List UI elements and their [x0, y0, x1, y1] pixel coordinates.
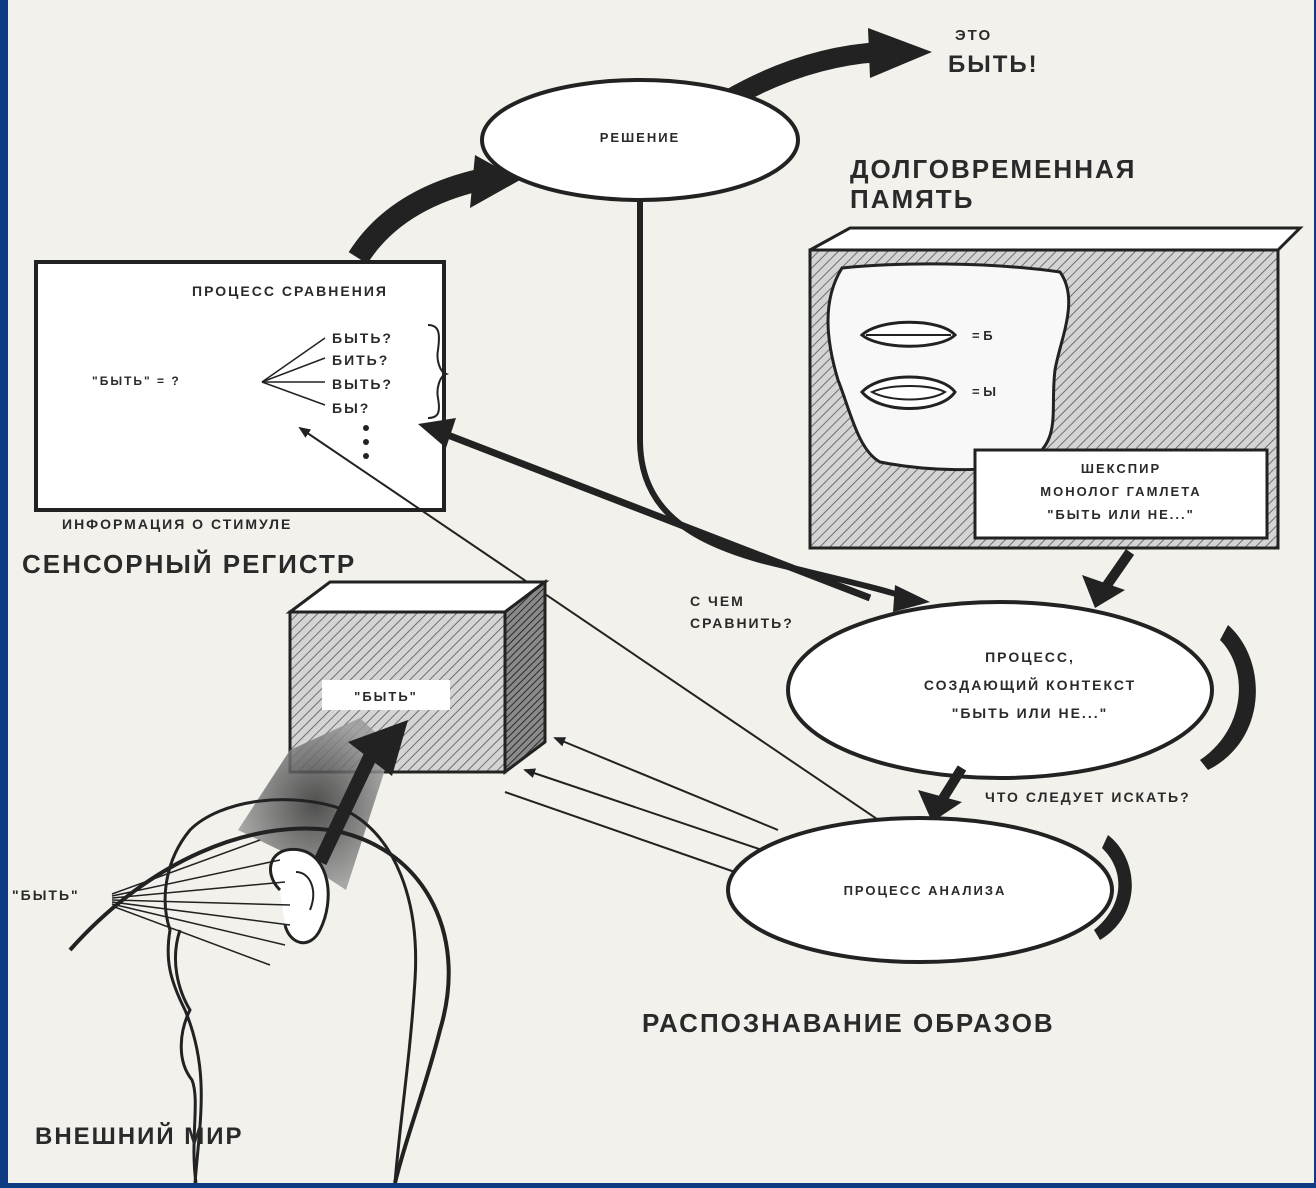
sensory-register-title: СЕНСОРНЫЙ РЕГИСТР — [22, 549, 356, 579]
context-to-comparison-line — [438, 428, 872, 602]
sound-lines — [111, 839, 291, 966]
context-line2: СОЗДАЮЩИЙ КОНТЕКСТ — [924, 676, 1136, 693]
arrow-compare-to-decision-head — [470, 155, 520, 208]
head-outline — [163, 798, 418, 1184]
compare-with-line1: С ЧЕМ — [690, 593, 745, 609]
comparison-input: "БЫТЬ" = ? — [92, 374, 181, 388]
face-outline — [826, 262, 1071, 472]
lips-b-label: = Б — [972, 328, 993, 343]
arrow-decision-to-result — [723, 42, 881, 109]
arrow-decision-to-result-head — [868, 28, 932, 78]
decision-label: РЕШЕНИЕ — [600, 130, 680, 145]
sensory-box-side — [503, 579, 547, 775]
result-small-label: ЭТО — [955, 27, 992, 44]
sound-cone — [238, 718, 392, 890]
shakespeare-box — [973, 448, 1269, 540]
world-arc — [68, 826, 451, 1184]
candidate-1: БЫТЬ? — [332, 330, 393, 346]
comparison-title: ПРОЦЕСС СРАВНЕНИЯ — [192, 283, 388, 299]
ltm-title-line2: ПАМЯТЬ — [850, 184, 974, 214]
context-to-analysis-arrow — [918, 790, 962, 822]
ear-to-register-arrow — [348, 720, 408, 776]
candidate-4: БЫ? — [332, 400, 370, 416]
pattern-recognition-title: РАСПОЗНАВАНИЕ ОБРАЗОВ — [642, 1008, 1055, 1038]
candidates-brace — [427, 324, 450, 419]
analysis-to-box-arrow-2 — [523, 768, 769, 853]
ear-word-label: "БЫТЬ" — [12, 887, 80, 903]
sensory-box-word-bg — [322, 680, 450, 710]
analysis-ellipse — [726, 816, 1114, 964]
result-big-label: БЫТЬ! — [948, 51, 1039, 78]
context-line1: ПРОЦЕСС, — [985, 649, 1075, 665]
analysis-ellipse-shadow — [1094, 835, 1132, 940]
face-profile — [173, 929, 198, 1184]
decision-to-context-line — [637, 200, 916, 603]
context-line3: "БЫТЬ ИЛИ НЕ..." — [952, 705, 1109, 721]
outer-world-title: ВНЕШНИЙ МИР — [35, 1122, 244, 1150]
shakespeare-line3: "БЫТЬ ИЛИ НЕ..." — [1047, 507, 1195, 522]
ltm-to-context-arrow — [1082, 575, 1125, 608]
lips-y-label: = Ы — [972, 384, 996, 399]
context-ellipse-shadow — [1200, 625, 1256, 770]
arrow-compare-to-decision — [348, 167, 491, 265]
shakespeare-line1: ШЕКСПИР — [1081, 461, 1161, 476]
candidate-2: БИТЬ? — [332, 352, 389, 368]
sensory-box-word: "БЫТЬ" — [354, 689, 418, 704]
decision-to-context-head — [893, 585, 930, 612]
ltm-title-line1: ДОЛГОВРЕМЕННАЯ — [850, 154, 1136, 184]
analysis-label: ПРОЦЕСС АНАЛИЗА — [844, 883, 1007, 898]
analysis-to-box-arrow-1 — [553, 737, 779, 831]
analysis-to-comparison-line — [298, 426, 906, 839]
context-to-comparison-head — [418, 418, 456, 448]
comparison-box — [34, 260, 446, 512]
ltm-box-top — [809, 226, 1304, 252]
sensory-box-top — [285, 580, 550, 614]
stimulus-info-label: ИНФОРМАЦИЯ О СТИМУЛЕ — [62, 516, 292, 532]
compare-with-line2: СРАВНИТЬ? — [690, 615, 794, 631]
shakespeare-line2: МОНОЛОГ ГАМЛЕТА — [1040, 484, 1201, 499]
what-to-seek-label: ЧТО СЛЕДУЕТ ИСКАТЬ? — [985, 789, 1191, 805]
candidate-3: ВЫТЬ? — [332, 376, 393, 392]
context-ellipse — [786, 600, 1214, 780]
comparison-fan — [261, 337, 326, 406]
